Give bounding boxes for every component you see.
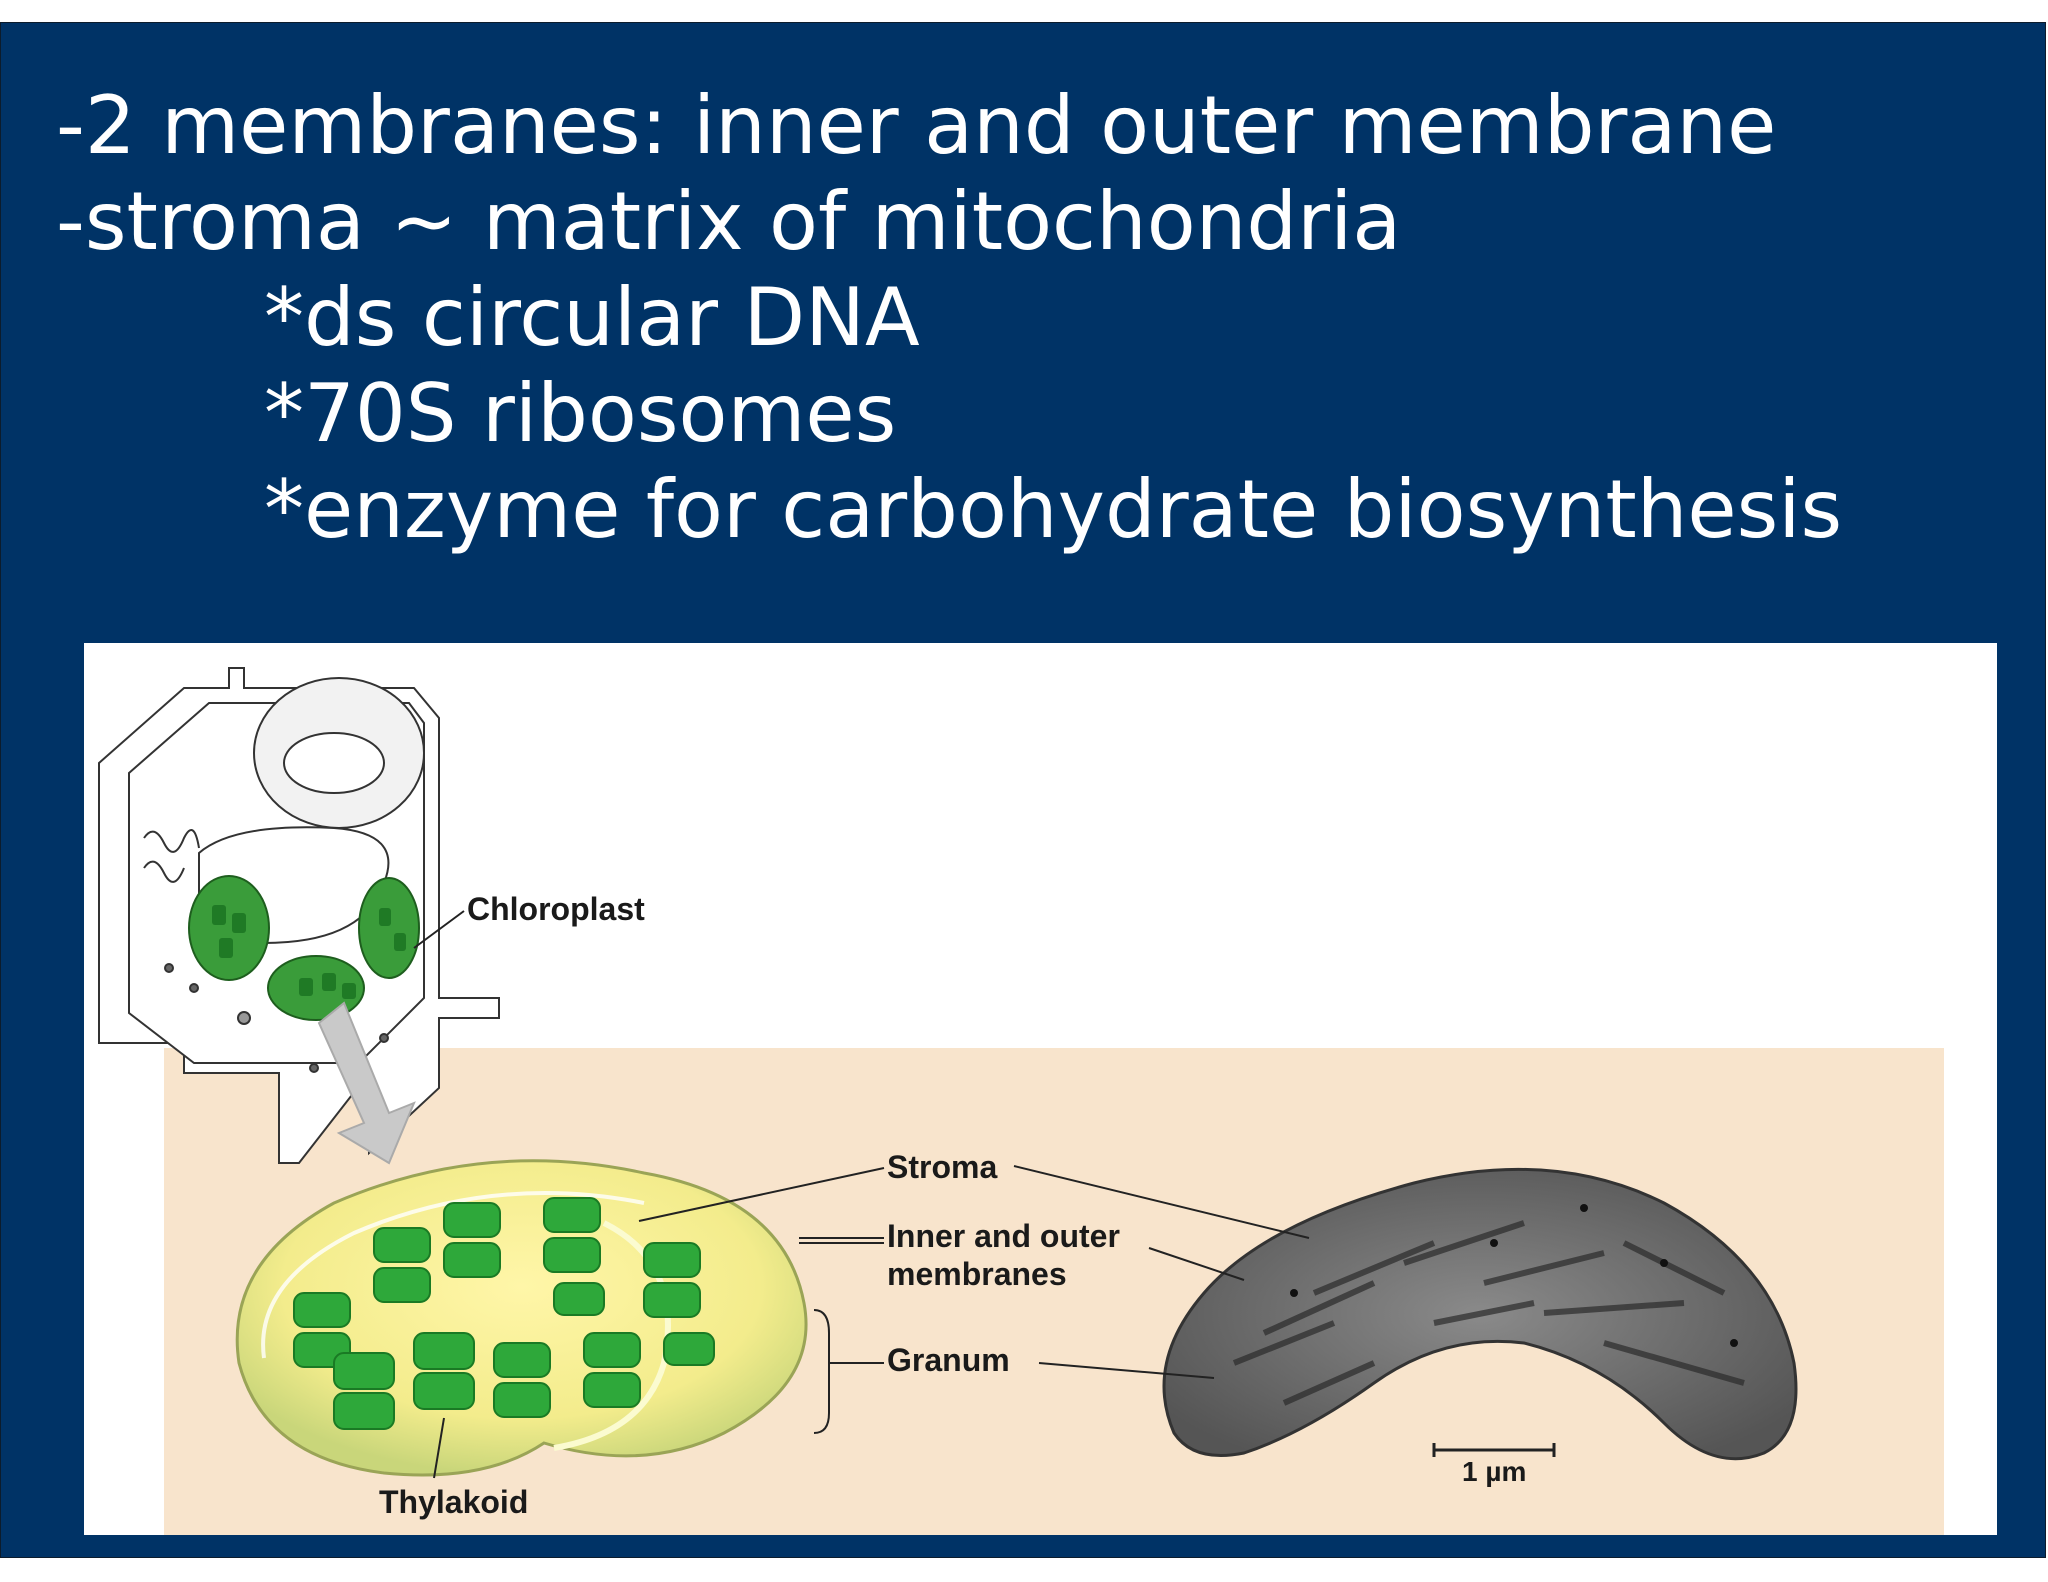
plant-cell-illustration <box>98 667 500 1164</box>
chloroplast-label: Chloroplast <box>467 891 645 927</box>
cell-chloroplasts <box>188 875 420 1021</box>
stroma-label: Stroma <box>887 1149 997 1185</box>
enlarged-chloroplast <box>235 1159 808 1477</box>
leader-lines <box>433 1165 1310 1479</box>
sub-bullet-dna: *ds circular DNA <box>264 271 920 364</box>
bullet-list: -2 membranes: inner and outer membrane -… <box>56 78 1842 558</box>
bullet-membranes: -2 membranes: inner and outer membrane <box>56 79 1777 172</box>
granum-label: Granum <box>887 1342 1010 1378</box>
membranes-label-line1: Inner and outer <box>887 1218 1120 1254</box>
scale-bar-label: 1 µm <box>1462 1456 1526 1487</box>
chloroplast-diagram: Chloroplast <box>98 667 1944 1535</box>
thylakoid-label: Thylakoid <box>379 1484 528 1520</box>
electron-micrograph: 1 µm <box>1162 1167 1798 1487</box>
sub-bullet-enzyme: *enzyme for carbohydrate biosynthesis <box>264 463 1843 556</box>
sub-bullet-ribosomes: *70S ribosomes <box>264 367 897 460</box>
membranes-label-line2: membranes <box>887 1256 1067 1292</box>
bullet-stroma: -stroma ~ matrix of mitochondria <box>56 175 1402 268</box>
magnify-arrow <box>317 1001 416 1165</box>
chloroplast-figure: Chloroplast <box>84 643 1997 1535</box>
